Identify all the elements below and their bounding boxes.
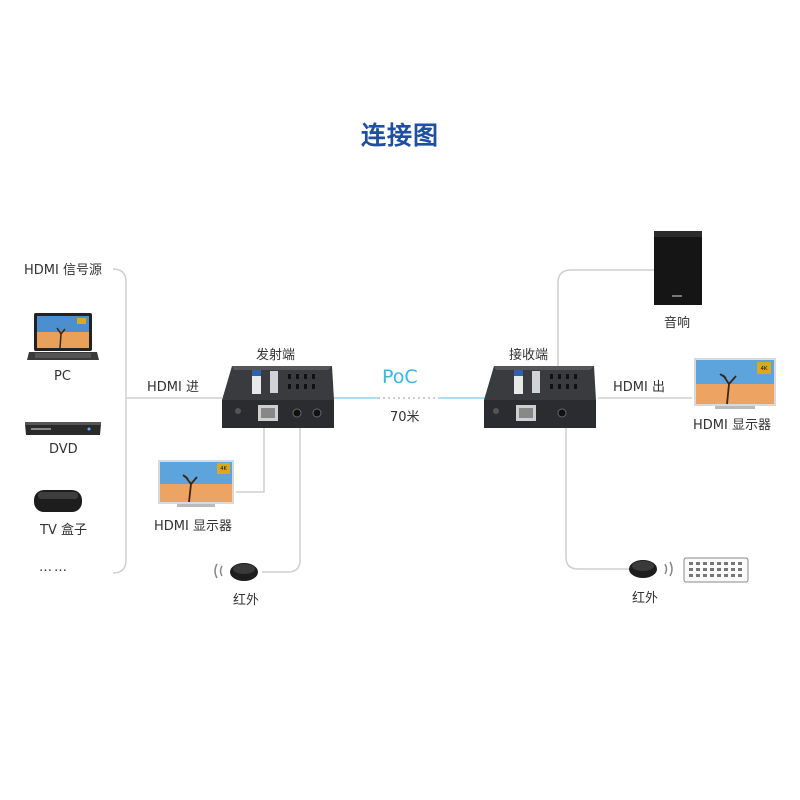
receiver-device xyxy=(482,364,596,430)
remote-display-icon: 4K xyxy=(693,357,777,413)
diagram-title: 连接图 xyxy=(360,121,439,150)
transmitter-title: 发射端 xyxy=(256,348,296,363)
local-display-4k-badge: 4K xyxy=(220,466,227,472)
source-dvd-label: DVD xyxy=(49,442,78,457)
transmitter-device xyxy=(220,364,334,430)
dvd-player-icon xyxy=(23,419,103,439)
distance-label: 70米 xyxy=(390,410,420,425)
tx-ir-label: 红外 xyxy=(233,593,260,608)
source-more-ellipsis: …… xyxy=(39,560,69,575)
rx-ir-label: 红外 xyxy=(632,591,659,606)
hdmi-in-label: HDMI 进 xyxy=(147,380,199,395)
remote-display-label: HDMI 显示器 xyxy=(693,418,771,433)
source-tvbox-label: TV 盒子 xyxy=(40,523,87,538)
local-display-icon: 4K xyxy=(157,459,235,511)
speaker-label: 音响 xyxy=(664,316,691,331)
hdmi-out-label: HDMI 出 xyxy=(613,380,665,395)
source-pc-label: PC xyxy=(54,369,71,384)
tv-box-icon xyxy=(32,486,84,516)
tx-ir-icon xyxy=(211,557,263,585)
remote-display-4k-badge: 4K xyxy=(760,366,767,372)
receiver-title: 接收端 xyxy=(509,348,549,363)
poc-label: PoC xyxy=(382,366,418,388)
local-display-label: HDMI 显示器 xyxy=(154,519,232,534)
sources-heading: HDMI 信号源 xyxy=(24,263,102,278)
rx-ir-icon xyxy=(628,555,680,583)
remote-control-icon xyxy=(683,557,749,583)
speaker-icon xyxy=(654,231,702,305)
laptop-icon xyxy=(27,312,99,367)
